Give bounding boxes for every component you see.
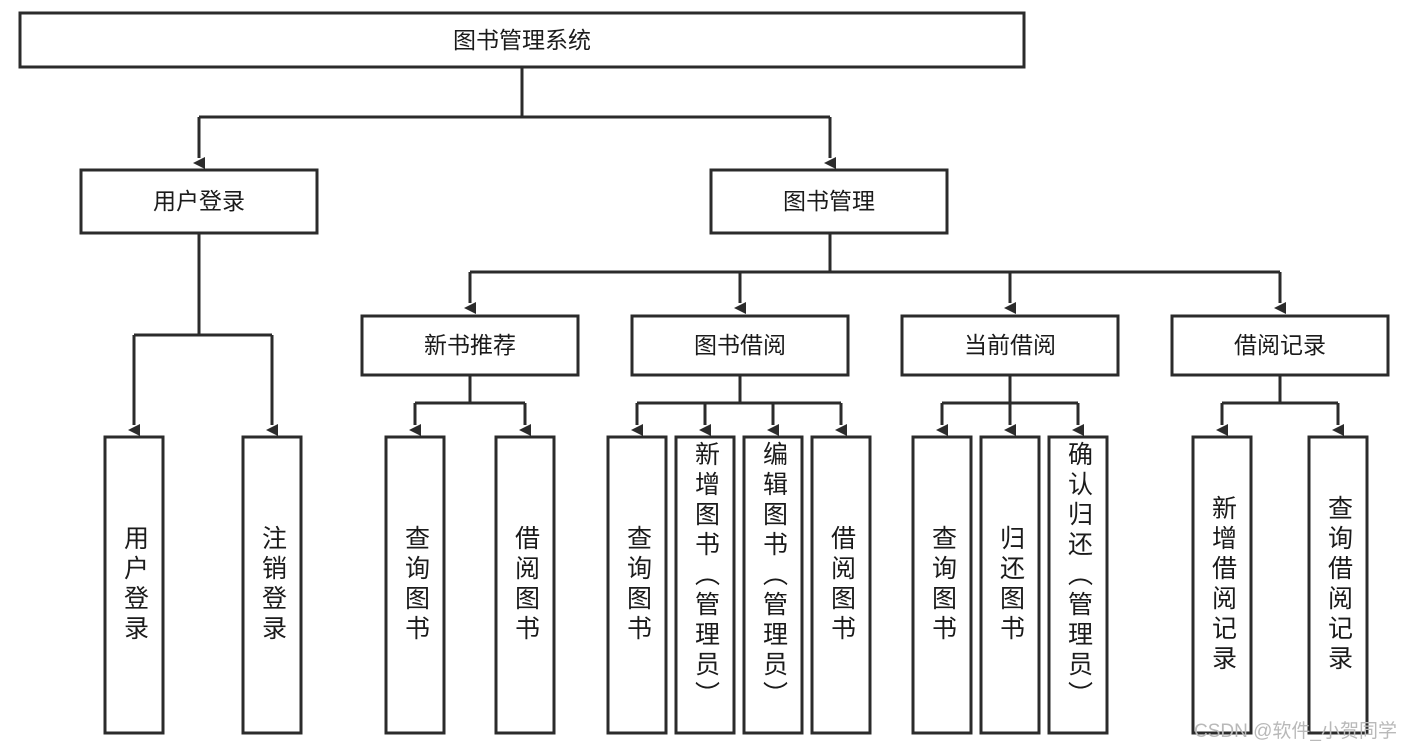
node-leaf-return-book[interactable] xyxy=(979,435,1041,735)
node-leaf-borrow-book-2[interactable] xyxy=(810,435,872,735)
node-new-book-recommend[interactable]: 新书推荐 xyxy=(360,314,580,377)
node-leaf-add-record[interactable] xyxy=(1191,435,1253,735)
node-book-manage-label: 图书管理 xyxy=(783,188,875,214)
connector-book-borrow-to-leaves xyxy=(631,375,847,436)
node-borrow-record-label: 借阅记录 xyxy=(1234,332,1326,358)
node-leaf-edit-book[interactable] xyxy=(742,435,804,735)
node-leaf-add-book[interactable] xyxy=(674,435,736,735)
node-new-book-recommend-label: 新书推荐 xyxy=(424,332,516,358)
node-leaf-query-book-2[interactable] xyxy=(606,435,668,735)
node-current-borrow[interactable]: 当前借阅 xyxy=(900,314,1120,377)
node-book-borrow-label: 图书借阅 xyxy=(694,332,786,358)
node-leaf-logout[interactable] xyxy=(241,435,303,735)
connector-current-borrow-to-leaves xyxy=(936,375,1084,436)
node-leaf-query-book-1[interactable] xyxy=(384,435,446,735)
node-book-manage[interactable]: 图书管理 xyxy=(709,168,949,235)
connector-borrow-record-to-leaves xyxy=(1216,375,1344,436)
node-borrow-record[interactable]: 借阅记录 xyxy=(1170,314,1390,377)
connector-new-book-recommend-to-leaves xyxy=(409,375,531,436)
node-user-login-label: 用户登录 xyxy=(153,188,245,214)
node-book-borrow[interactable]: 图书借阅 xyxy=(630,314,850,377)
node-root[interactable]: 图书管理系统 xyxy=(18,11,1026,69)
connector-root-to-level2 xyxy=(193,67,836,169)
connector-book-manage-to-level3 xyxy=(464,233,1286,314)
node-leaf-user-login[interactable] xyxy=(103,435,165,735)
node-current-borrow-label: 当前借阅 xyxy=(964,332,1056,358)
node-leaf-confirm-return[interactable] xyxy=(1047,435,1109,735)
node-leaf-query-book-3[interactable] xyxy=(911,435,973,735)
connector-user-login-to-leaves xyxy=(128,233,278,436)
node-leaf-borrow-book-1[interactable] xyxy=(494,435,556,735)
node-user-login[interactable]: 用户登录 xyxy=(79,168,319,235)
node-leaf-query-record[interactable] xyxy=(1307,435,1369,735)
node-root-label: 图书管理系统 xyxy=(453,27,591,53)
